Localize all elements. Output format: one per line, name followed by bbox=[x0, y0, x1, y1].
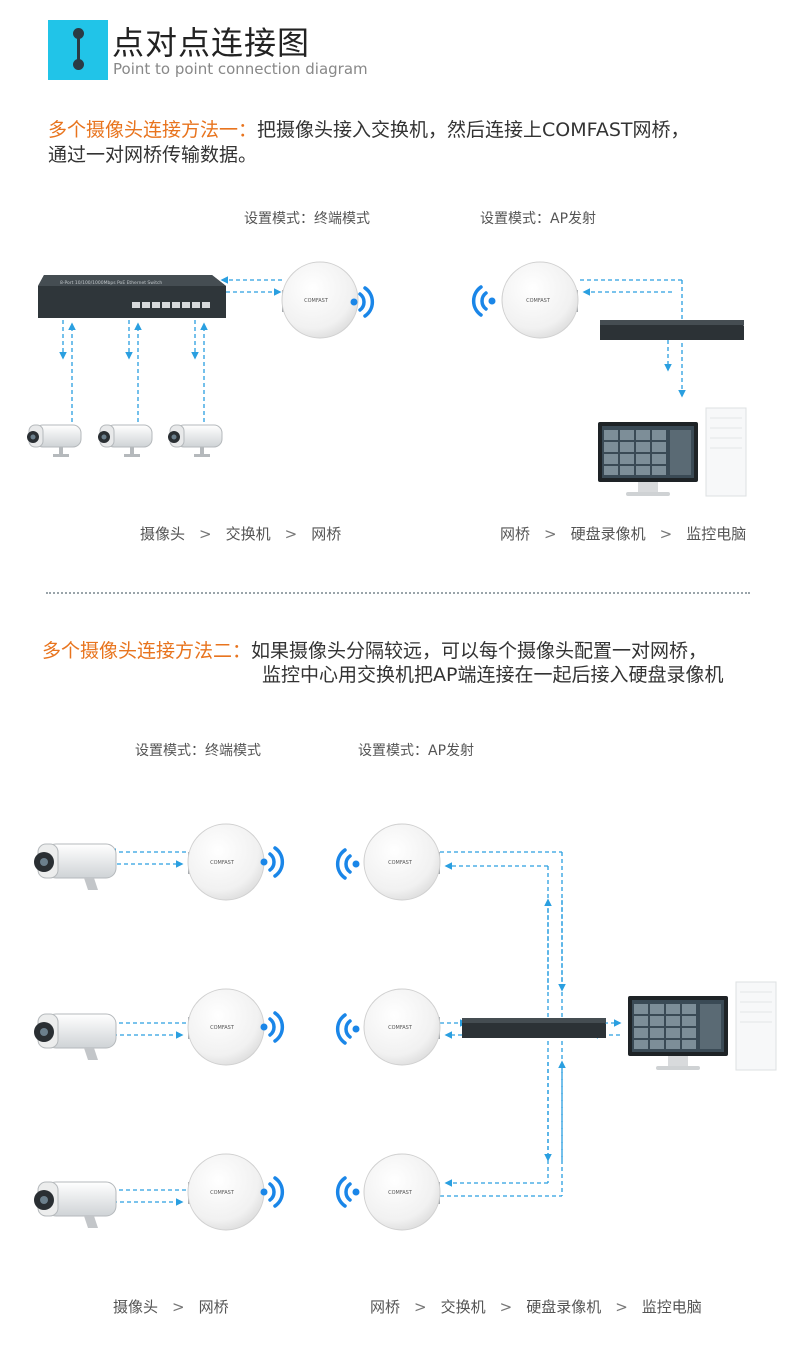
method2-label: 多个摄像头连接方法二： bbox=[42, 640, 252, 662]
bridge-terminal-2 bbox=[187, 988, 265, 1066]
method1-links-left bbox=[59, 276, 282, 422]
chain-camera: 摄像头 bbox=[140, 525, 186, 543]
camera-2 bbox=[33, 1013, 117, 1061]
bridge-ap-2 bbox=[363, 988, 441, 1066]
page-title: 点对点连接图 bbox=[112, 24, 311, 62]
wifi-signal-icon bbox=[335, 1013, 362, 1045]
network-switch bbox=[462, 1018, 606, 1038]
method1-chain-right: 网桥 > 硬盘录像机 > 监控电脑 bbox=[500, 523, 760, 544]
chain-switch: 交换机 bbox=[225, 525, 271, 543]
monitoring-pc bbox=[627, 981, 777, 1071]
title-badge-bar bbox=[77, 30, 80, 70]
bridge-terminal-1 bbox=[187, 823, 265, 901]
method1-chain-left: 摄像头 > 交换机 > 网桥 bbox=[140, 523, 355, 544]
method2-chain-right: 网桥 > 交换机 > 硬盘录像机 > 监控电脑 bbox=[370, 1296, 716, 1317]
bridge-ap bbox=[501, 261, 579, 339]
wifi-signal-icon bbox=[258, 1011, 285, 1043]
poe-switch: 8-Port 10/100/1000Mbps PoE Ethernet Swit… bbox=[38, 275, 226, 318]
wifi-signal-icon bbox=[335, 848, 362, 880]
chain-pc: 监控电脑 bbox=[686, 525, 747, 543]
chain-separator: > bbox=[615, 1298, 628, 1316]
chain-separator: > bbox=[172, 1298, 185, 1316]
monitoring-pc bbox=[597, 407, 747, 497]
switch-label: 8-Port 10/100/1000Mbps PoE Ethernet Swit… bbox=[60, 280, 162, 286]
camera-2 bbox=[97, 424, 153, 458]
method2-chain-left: 摄像头 > 网桥 bbox=[113, 1296, 243, 1317]
chain-bridge: 网桥 bbox=[198, 1298, 229, 1316]
chain-camera: 摄像头 bbox=[113, 1298, 159, 1316]
method1-mode-right: 设置模式：AP发射 bbox=[480, 211, 597, 227]
chain-separator: > bbox=[284, 525, 298, 543]
method1-text: 把摄像头接入交换机，然后连接上COMFAST网桥， bbox=[257, 119, 690, 141]
chain-nvr: 硬盘录像机 bbox=[570, 525, 646, 543]
chain-bridge: 网桥 bbox=[311, 525, 342, 543]
chain-separator: > bbox=[199, 525, 212, 543]
chain-separator: > bbox=[414, 1298, 427, 1316]
method2-mode-left: 设置模式：终端模式 bbox=[135, 743, 261, 759]
camera-3 bbox=[167, 424, 223, 458]
chain-separator: > bbox=[659, 525, 673, 543]
page-subtitle: Point to point connection diagram bbox=[113, 60, 368, 78]
bridge-ap-3 bbox=[363, 1153, 441, 1231]
method1-description: 多个摄像头连接方法一：把摄像头接入交换机，然后连接上COMFAST网桥， bbox=[48, 118, 689, 142]
title-badge-dot-bottom bbox=[73, 59, 84, 70]
chain-separator: > bbox=[544, 525, 557, 543]
chain-separator: > bbox=[499, 1298, 513, 1316]
wifi-signal-icon bbox=[258, 1176, 285, 1208]
chain-pc: 监控电脑 bbox=[641, 1298, 702, 1316]
chain-bridge: 网桥 bbox=[500, 525, 531, 543]
chain-switch: 交换机 bbox=[440, 1298, 486, 1316]
wifi-signal-icon bbox=[335, 1176, 362, 1208]
chain-nvr: 硬盘录像机 bbox=[526, 1298, 602, 1316]
bridge-ap-1 bbox=[363, 823, 441, 901]
method2-text: 如果摄像头分隔较远，可以每个摄像头配置一对网桥， bbox=[251, 640, 708, 662]
wifi-signal-icon bbox=[258, 846, 285, 878]
camera-1 bbox=[33, 843, 117, 891]
bridge-terminal bbox=[281, 261, 359, 339]
method1-mode-left: 设置模式：终端模式 bbox=[244, 211, 370, 227]
method2-text-line2: 监控中心用交换机把AP端连接在一起后接入硬盘录像机 bbox=[262, 664, 724, 686]
title-badge-dot-top bbox=[73, 28, 84, 39]
method1-label: 多个摄像头连接方法一： bbox=[48, 119, 258, 141]
section-divider bbox=[46, 592, 750, 594]
wifi-signal-icon bbox=[471, 285, 498, 317]
method2-description: 多个摄像头连接方法二：如果摄像头分隔较远，可以每个摄像头配置一对网桥， bbox=[42, 639, 707, 663]
camera-3 bbox=[33, 1181, 117, 1229]
bridge-terminal-3 bbox=[187, 1153, 265, 1231]
method1-text-line2: 通过一对网桥传输数据。 bbox=[48, 144, 258, 166]
camera-1 bbox=[26, 424, 82, 458]
chain-bridge: 网桥 bbox=[370, 1298, 401, 1316]
method2-mode-right: 设置模式：AP发射 bbox=[358, 743, 475, 759]
nvr-recorder bbox=[600, 320, 744, 340]
